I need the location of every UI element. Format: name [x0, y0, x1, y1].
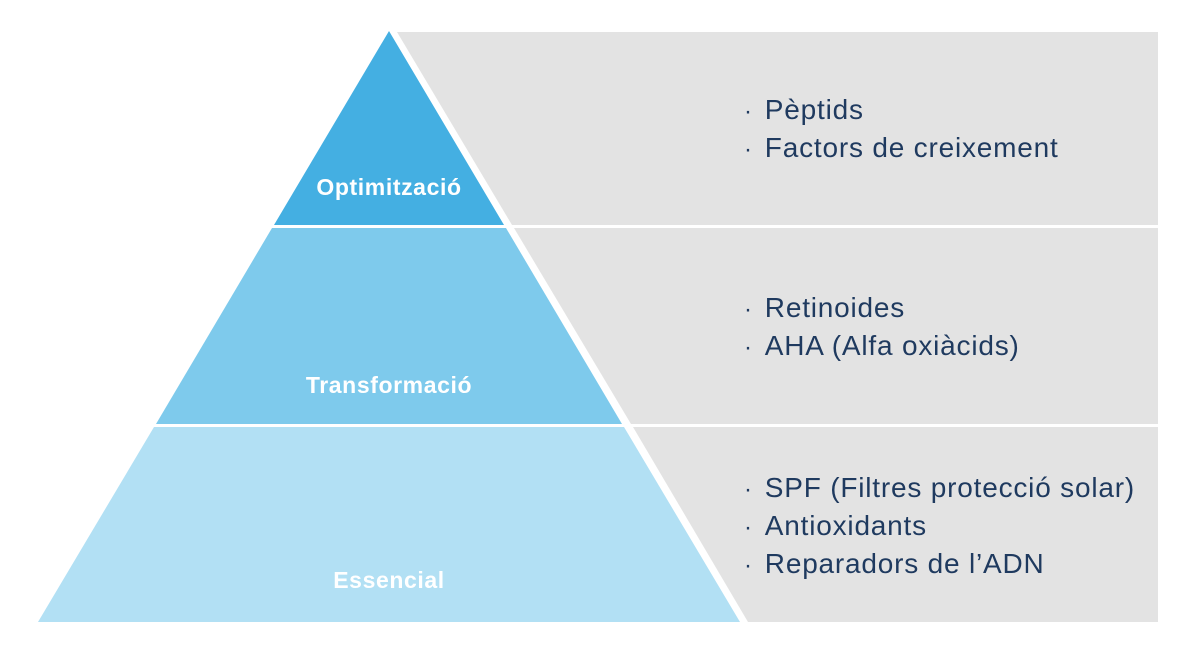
band-list-optimitzacio: · Pèptids · Factors de creixement [744, 92, 1059, 168]
list-item-label: AHA (Alfa oxiàcids) [764, 330, 1020, 361]
list-item: · Reparadors de l’ADN [744, 546, 1135, 584]
info-band-bottom [633, 427, 1158, 622]
bullet-dot-icon: · [744, 334, 753, 361]
tier-label-essencial: Essencial [333, 567, 445, 593]
bullet-dot-icon: · [744, 552, 753, 579]
info-band-top [397, 32, 1158, 225]
list-item: · Pèptids [744, 92, 1059, 130]
bullet-dot-icon: · [744, 136, 753, 163]
list-item-label: Retinoides [764, 292, 906, 323]
list-item-label: Pèptids [764, 94, 864, 125]
list-item: · Factors de creixement [744, 130, 1059, 168]
pyramid-tier-transformacio [156, 228, 622, 424]
bullet-dot-icon: · [744, 98, 753, 125]
pyramid-tier-optimitzacio [274, 31, 504, 225]
list-item: · Antioxidants [744, 508, 1135, 546]
tier-label-transformacio: Transformació [305, 372, 473, 398]
list-item: · Retinoides [744, 290, 1020, 328]
list-item: · AHA (Alfa oxiàcids) [744, 328, 1020, 366]
bullet-dot-icon: · [744, 514, 753, 541]
list-item-label: SPF (Filtres protecció solar) [764, 472, 1135, 503]
bullet-dot-icon: · [744, 296, 753, 323]
info-band-middle [514, 228, 1158, 424]
bullet-dot-icon: · [744, 476, 753, 503]
band-list-transformacio: · Retinoides · AHA (Alfa oxiàcids) [744, 290, 1020, 366]
pyramid-tier-essencial [38, 427, 740, 622]
band-list-essencial: · SPF (Filtres protecció solar) · Antiox… [744, 470, 1135, 584]
tier-label-optimitzacio: Optimització [316, 174, 462, 200]
list-item-label: Reparadors de l’ADN [764, 548, 1045, 579]
list-item-label: Antioxidants [764, 510, 927, 541]
list-item-label: Factors de creixement [764, 132, 1059, 163]
list-item: · SPF (Filtres protecció solar) [744, 470, 1135, 508]
